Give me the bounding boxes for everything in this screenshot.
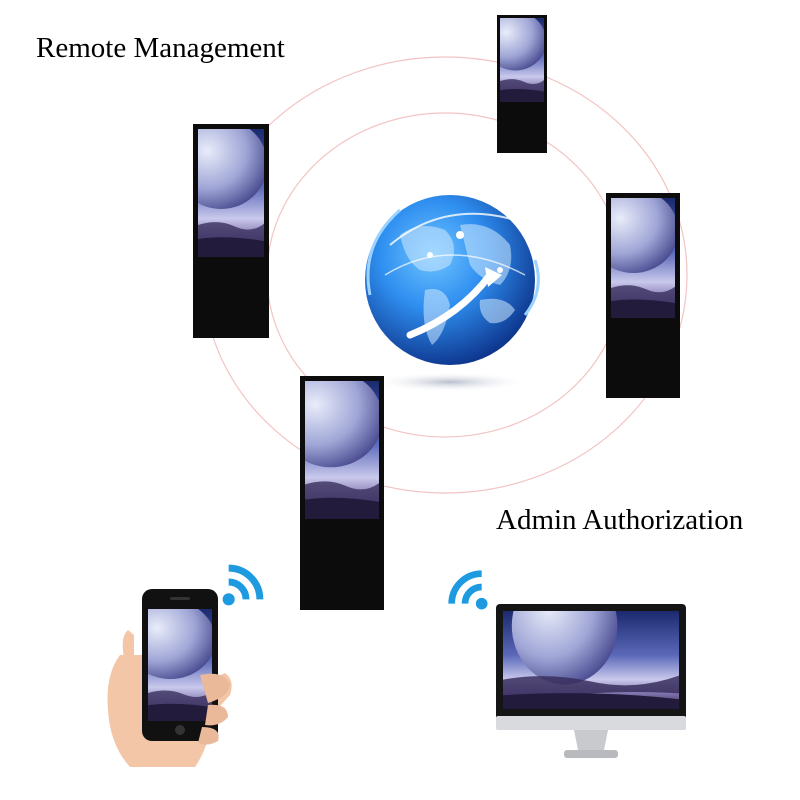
kiosk-top: [497, 15, 547, 153]
smartphone-in-hand: [107, 589, 232, 767]
network-globe-icon: [365, 195, 540, 392]
kiosk-center: [300, 376, 384, 610]
remote-management-title: Remote Management: [36, 32, 285, 64]
kiosk-right: [606, 193, 680, 398]
kiosk-left: [193, 124, 269, 338]
admin-authorization-title: Admin Authorization: [496, 504, 744, 536]
wifi-signal-icon-right: [440, 562, 490, 612]
desktop-monitor: [496, 604, 686, 758]
